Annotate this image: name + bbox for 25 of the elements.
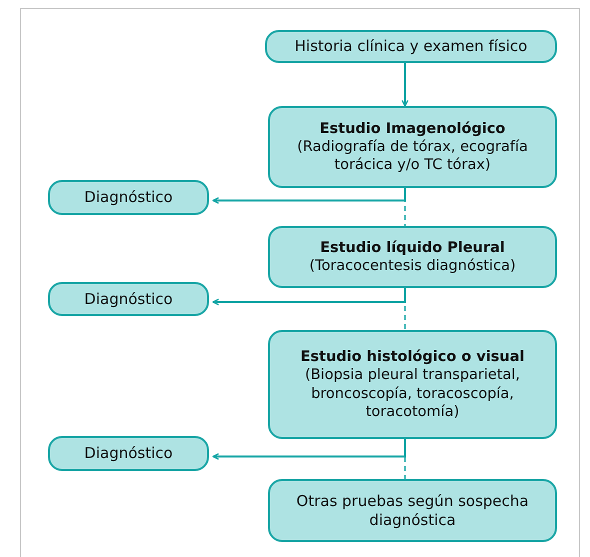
- process-box: [48, 282, 209, 316]
- arrow: [212, 439, 406, 460]
- box-text: Diagnóstico: [84, 444, 173, 463]
- process-box: [48, 180, 209, 215]
- process-box: [268, 106, 557, 188]
- process-box: [268, 330, 557, 439]
- arrow: [402, 63, 408, 107]
- arrow: [212, 188, 406, 204]
- box-heading: Estudio líquido Pleural: [320, 238, 505, 257]
- box-heading: Estudio Imagenológico: [320, 120, 506, 138]
- process-box: [48, 436, 209, 471]
- box-heading: Estudio histológico o visual: [300, 348, 524, 366]
- box-text: Historia clínica y examen físico: [294, 37, 528, 56]
- process-box: [268, 479, 557, 542]
- box-text: (Toracocentesis diagnóstica): [309, 257, 516, 276]
- dashed-connector: [404, 439, 406, 479]
- box-text: Diagnóstico: [84, 188, 173, 207]
- process-box: [265, 30, 557, 63]
- box-text: Diagnóstico: [84, 290, 173, 308]
- dashed-connector: [404, 288, 406, 330]
- box-text: (Biopsia pleural transparietal, broncoscopía, toracoscopía, toracotomía): [304, 366, 522, 421]
- arrow: [212, 288, 406, 306]
- process-box: [268, 226, 557, 288]
- box-text: (Radiografía de tórax, ecografía torácica y/o TC tórax): [296, 138, 529, 174]
- box-text: Otras pruebas según sospecha diagnóstica: [295, 492, 530, 530]
